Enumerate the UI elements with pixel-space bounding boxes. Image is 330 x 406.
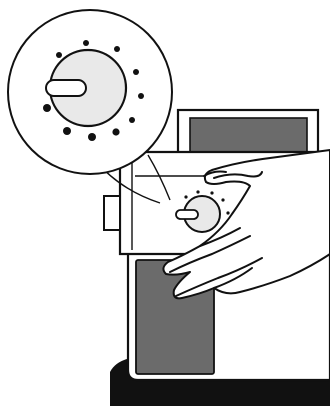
upper-window: [190, 118, 307, 156]
side-latch: [104, 196, 120, 230]
zoom-dial-pointer: [46, 80, 86, 96]
